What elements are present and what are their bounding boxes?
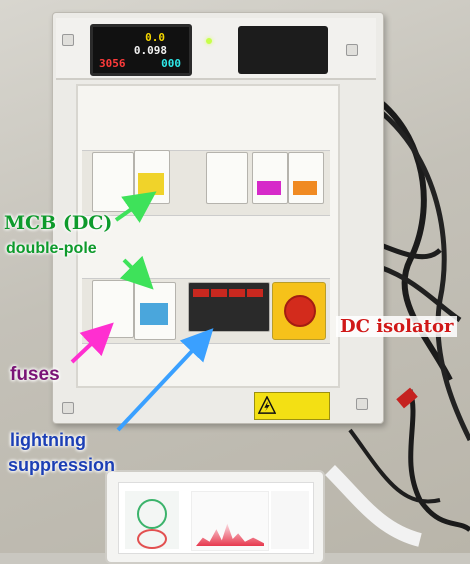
screw [62,402,74,414]
lightning-warning-icon [258,396,276,414]
label-lightning: lightning [10,430,86,450]
screw [356,398,368,410]
label-dc-isolator: DC isolator [336,316,458,337]
arrow-mcb-lower [119,255,154,290]
dc-mcb-lower [134,282,176,340]
arrow-mcb-upper [114,191,157,223]
label-double-pole: double-pole [6,240,97,257]
arrow-fuses [70,322,114,364]
tablet-screen [118,482,314,554]
secondary-display [238,26,328,74]
breaker-module [252,152,288,204]
breaker-module [92,152,134,212]
screw [62,34,74,46]
label-suppression: suppression [8,455,116,475]
surge-protector [188,282,270,332]
breaker-module [206,152,248,204]
meter-line-1: 0.0 [145,31,165,44]
status-led [206,38,212,44]
warning-label [254,392,330,420]
meter-line-2: 0.098 [133,44,167,57]
meter-line-4: 000 [161,57,181,70]
arrow-lightning [116,328,214,432]
label-mcb-dc: MCB (DC) [4,212,113,234]
label-fuses: fuses [10,364,60,385]
power-meter-display: 0.0 0.098 3056 000 [90,24,192,76]
meter-line-3: 3056 [99,57,126,70]
breaker-module [288,152,324,204]
screw [346,44,358,56]
dc-isolator-switch [272,282,326,340]
